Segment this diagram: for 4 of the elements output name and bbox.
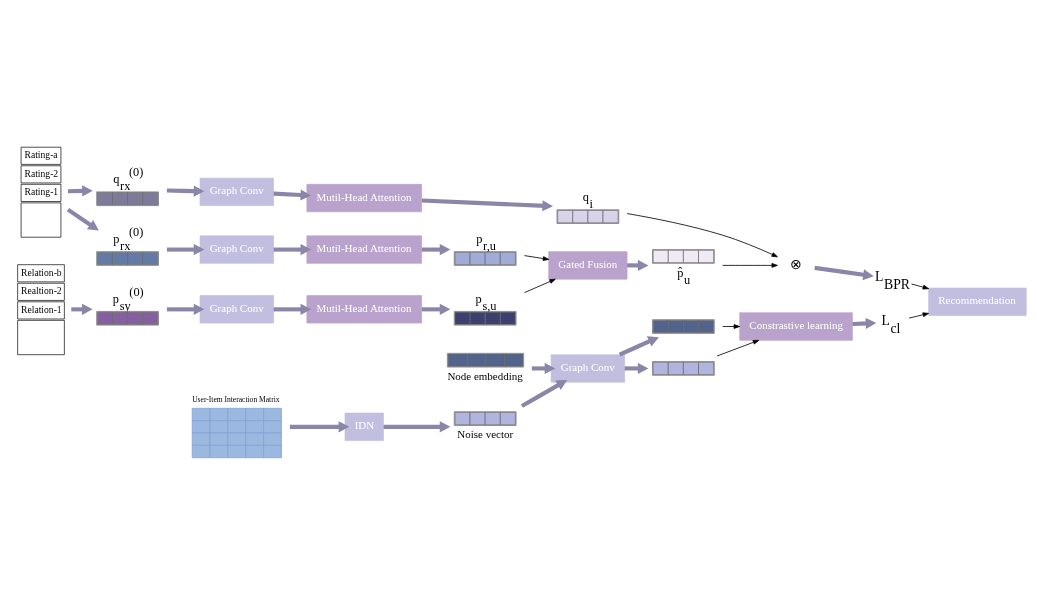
node-label: Noise vector (457, 427, 514, 440)
node-label: User-Item Interaction Matrix (192, 394, 280, 404)
node-text: ⊗ (790, 256, 803, 272)
node-label: Node embedding (447, 369, 523, 382)
